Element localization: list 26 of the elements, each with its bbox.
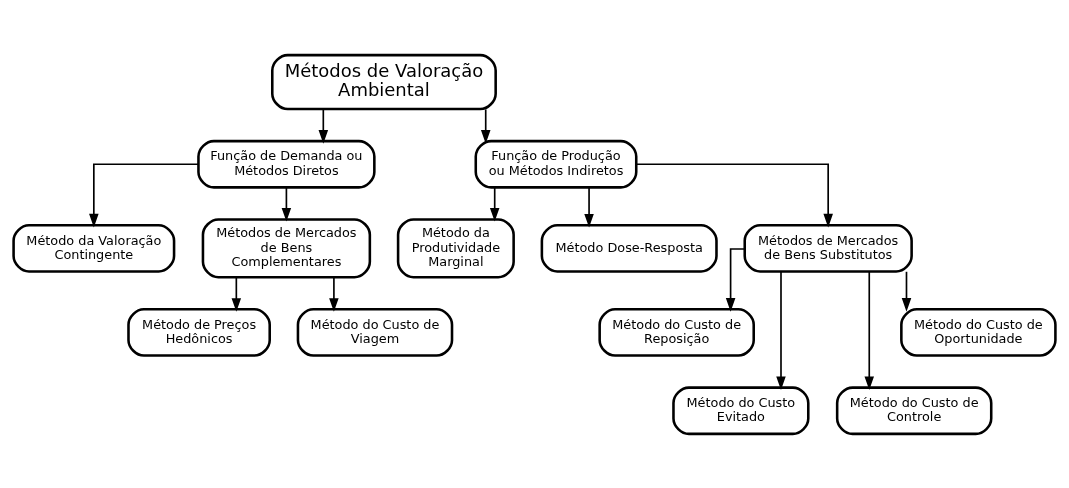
arrow <box>329 275 339 312</box>
node-box: Método do Custo de Controle <box>835 385 993 435</box>
arrow <box>776 270 786 390</box>
node-box: Método da Valoração Contingente <box>12 223 176 273</box>
node-box: Método do Custo Evitado <box>672 385 810 435</box>
node-box: Função de Produção ou Métodos Indiretos <box>474 139 638 189</box>
node-box: Método do Custo de Reposição <box>598 307 755 357</box>
arrow <box>901 270 912 312</box>
arrow <box>231 275 242 312</box>
arrow <box>318 108 329 144</box>
node-box: Função de Demanda ou Métodos Diretos <box>197 139 376 189</box>
arrow <box>489 186 500 222</box>
node-box: Método da Produtividade Marginal <box>396 217 515 279</box>
arrow <box>89 162 199 227</box>
node-box: Método Dose-Resposta <box>540 223 718 273</box>
arrow <box>584 186 594 228</box>
arrow <box>864 270 875 390</box>
node-box: Métodos de Mercados de Bens Complementares <box>201 217 372 279</box>
node-box: Método do Custo de Oportunidade <box>900 307 1057 357</box>
arrow <box>281 186 292 222</box>
node-box: Métodos de Valoração Ambiental <box>271 53 497 110</box>
arrow <box>635 162 833 227</box>
node-box: Método do Custo de Viagem <box>296 307 454 357</box>
node-box: Método de Preços Hedônicos <box>127 307 271 357</box>
node-box: Métodos de Mercados de Bens Substitutos <box>743 223 913 273</box>
arrow <box>480 108 491 144</box>
